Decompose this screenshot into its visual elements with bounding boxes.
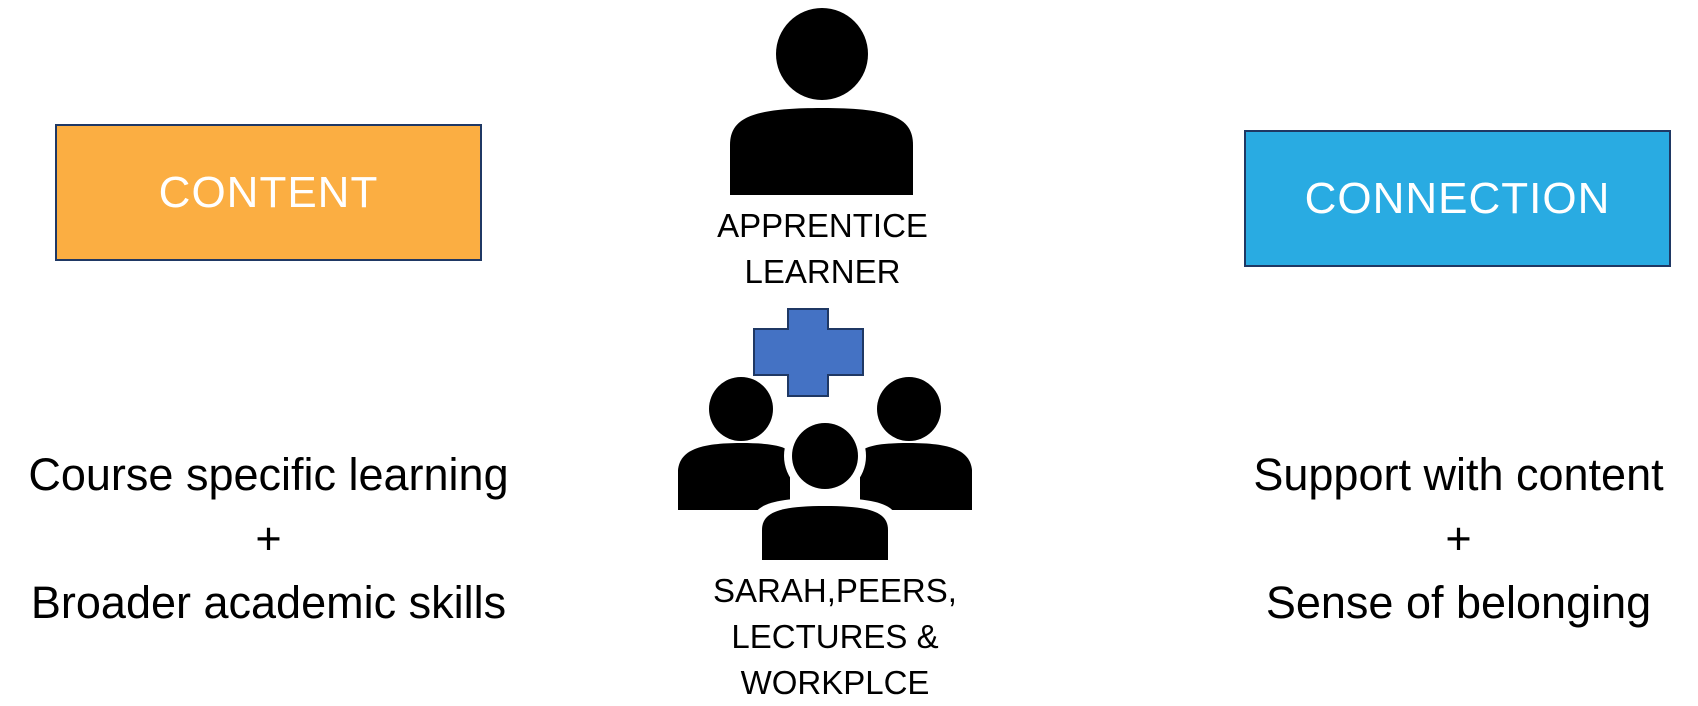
connection-description-line: + bbox=[1445, 513, 1472, 564]
connection-box-label: CONNECTION bbox=[1304, 173, 1611, 223]
learner-caption: APPRENTICE LEARNER bbox=[680, 203, 965, 295]
group-caption-line: WORKPLCE bbox=[740, 664, 930, 701]
group-caption: SARAH,PEERS, LECTURES & WORKPLCE bbox=[680, 568, 990, 706]
content-description-line: Broader academic skills bbox=[30, 577, 507, 628]
connection-box: CONNECTION bbox=[1244, 130, 1671, 267]
content-box-label: CONTENT bbox=[158, 167, 379, 217]
content-description: Course specific learning + Broader acade… bbox=[0, 443, 537, 635]
connection-description-line: Sense of belonging bbox=[1265, 577, 1652, 628]
connection-description-line: Support with content bbox=[1253, 449, 1664, 500]
group-caption-line: LECTURES & bbox=[731, 618, 939, 655]
content-description-line: + bbox=[255, 513, 282, 564]
learner-caption-line: APPRENTICE bbox=[717, 207, 928, 244]
learner-caption-line: LEARNER bbox=[744, 253, 901, 290]
plus-icon bbox=[753, 308, 864, 397]
connection-description: Support with content + Sense of belongin… bbox=[1219, 443, 1698, 635]
content-description-line: Course specific learning bbox=[28, 449, 509, 500]
people-group-icon bbox=[678, 377, 972, 560]
group-caption-line: SARAH,PEERS, bbox=[713, 572, 957, 609]
person-icon bbox=[730, 8, 913, 195]
content-box: CONTENT bbox=[55, 124, 482, 261]
